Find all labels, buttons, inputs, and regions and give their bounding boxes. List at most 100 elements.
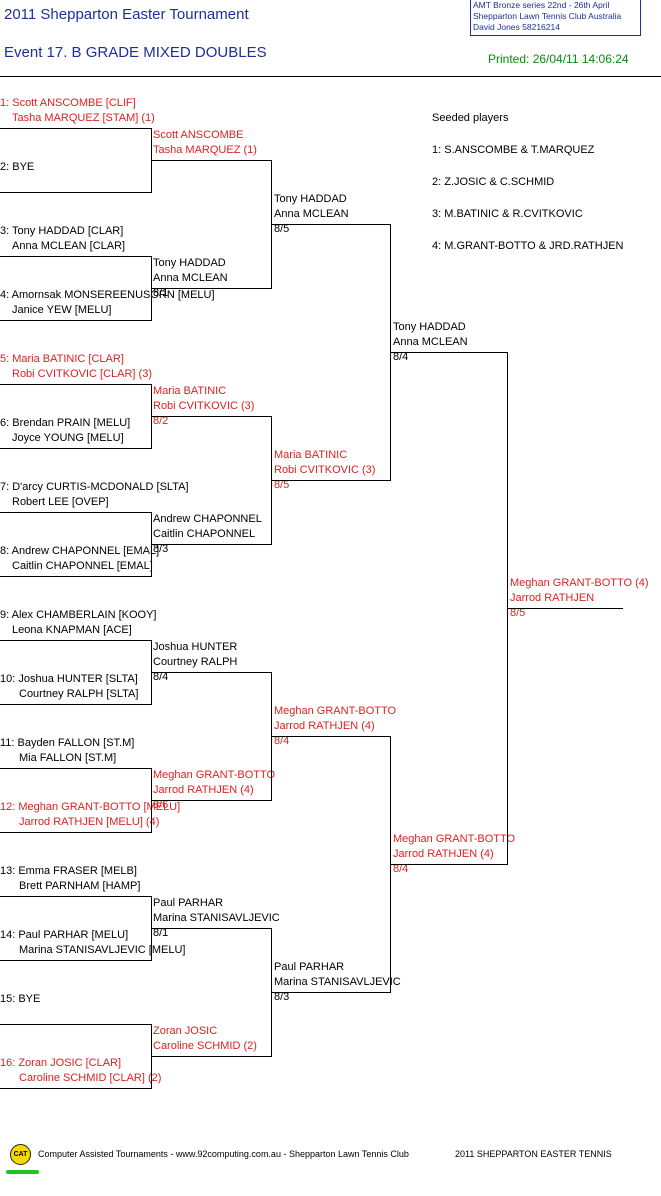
r1-entry-11-player1: 11: Bayden FALLON [ST.M] <box>0 737 135 749</box>
r4-entry-1-score: 8/4 <box>393 351 409 363</box>
r1-entry-16-player2: Caroline SCHMID [CLAR] (2) <box>19 1072 162 1084</box>
r1-entry-7-player2: Robert LEE [OVEP] <box>12 496 109 508</box>
seeded-heading: Seeded players <box>432 112 509 124</box>
tournament-info-box: AMT Bronze series 22nd - 26th April Shep… <box>470 0 641 36</box>
r1-entry-6-player1: 6: Brendan PRAIN [MELU] <box>0 417 131 429</box>
r3-entry-4-score: 8/3 <box>274 991 290 1003</box>
r3-entry-3-player1: Meghan GRANT-BOTTO <box>274 705 397 717</box>
r1-entry-9-player2: Leona KNAPMAN [ACE] <box>12 624 132 636</box>
event-title: Event 17. B GRADE MIXED DOUBLES <box>4 44 267 61</box>
r2-entry-6-player1: Meghan GRANT-BOTTO <box>153 769 276 781</box>
r2-entry-7-player2: Marina STANISAVLJEVIC <box>153 912 280 924</box>
r1-entry-16-player1: 16: Zoran JOSIC [CLAR] <box>0 1057 122 1069</box>
r1-entry-8-player1: 8: Andrew CHAPONNEL [EMAL] <box>0 545 160 557</box>
r2-entry-6-player2: Jarrod RATHJEN (4) <box>153 784 254 796</box>
winner-player2: Jarrod RATHJEN <box>510 592 595 604</box>
r3-entry-1-player2: Anna MCLEAN <box>274 208 349 220</box>
r1-bracket <box>0 256 152 321</box>
r2-entry-8-player1: Zoran JOSIC <box>153 1025 218 1037</box>
r4-entry-1-player1: Tony HADDAD <box>393 321 466 333</box>
r3-bracket <box>272 736 391 993</box>
info-series: AMT Bronze series 22nd - 26th April <box>473 0 610 10</box>
footer-credits: Computer Assisted Tournaments - www.92co… <box>38 1149 409 1159</box>
r1-entry-13-player2: Brett PARNHAM [HAMP] <box>19 880 141 892</box>
r1-entry-15-player1: 15: BYE <box>0 993 41 1005</box>
r1-bracket <box>0 128 152 193</box>
r2-entry-2-player1: Tony HADDAD <box>153 257 226 269</box>
header-divider <box>0 76 661 77</box>
r2-entry-7-player1: Paul PARHAR <box>153 897 224 909</box>
r1-bracket <box>0 384 152 449</box>
r1-entry-10-player1: 10: Joshua HUNTER [SLTA] <box>0 673 138 685</box>
r1-entry-3-player2: Anna MCLEAN [CLAR] <box>12 240 126 252</box>
r3-bracket <box>272 224 391 481</box>
r3-entry-2-score: 8/5 <box>274 479 290 491</box>
r1-entry-2-player1: 2: BYE <box>0 161 35 173</box>
r2-bracket <box>152 672 272 801</box>
r1-entry-8-player2: Caitlin CHAPONNEL [EMAL] <box>12 560 153 572</box>
r1-bracket <box>0 896 152 961</box>
r2-entry-5-player1: Joshua HUNTER <box>153 641 238 653</box>
r3-entry-2-player1: Maria BATINIC <box>274 449 348 461</box>
r2-entry-6-score: 8/6 <box>153 799 169 811</box>
seed-2: 2: Z.JOSIC & C.SCHMID <box>432 176 555 188</box>
r2-bracket <box>152 160 272 289</box>
r2-entry-3-player1: Maria BATINIC <box>153 385 227 397</box>
r4-entry-2-player1: Meghan GRANT-BOTTO <box>393 833 516 845</box>
r1-bracket <box>0 640 152 705</box>
r4-entry-1-player2: Anna MCLEAN <box>393 336 468 348</box>
info-club: Shepparton Lawn Tennis Club Australia <box>473 11 622 21</box>
r1-entry-10-player2: Courtney RALPH [SLTA] <box>19 688 139 700</box>
tournament-title: 2011 Shepparton Easter Tournament <box>4 6 249 23</box>
r2-entry-1-player2: Tasha MARQUEZ (1) <box>153 144 257 156</box>
r2-bracket <box>152 928 272 1057</box>
r2-bracket <box>152 416 272 545</box>
r1-entry-5-player1: 5: Maria BATINIC [CLAR] <box>0 353 124 365</box>
r4-entry-2-player2: Jarrod RATHJEN (4) <box>393 848 494 860</box>
r2-entry-1-player1: Scott ANSCOMBE <box>153 129 244 141</box>
r3-entry-3-score: 8/4 <box>274 735 290 747</box>
r1-entry-1-player2: Tasha MARQUEZ [STAM] (1) <box>12 112 155 124</box>
r2-entry-2-player2: Anna MCLEAN <box>153 272 228 284</box>
final-bracket <box>391 352 508 865</box>
r3-entry-1-score: 8/5 <box>274 223 290 235</box>
printed-timestamp: Printed: 26/04/11 14:06:24 <box>488 52 629 66</box>
r1-entry-5-player2: Robi CVITKOVIC [CLAR] (3) <box>12 368 152 380</box>
r1-entry-14-player2: Marina STANISAVLJEVIC [MELU] <box>19 944 186 956</box>
r1-entry-3-player1: 3: Tony HADDAD [CLAR] <box>0 225 124 237</box>
r4-entry-2-score: 8/4 <box>393 863 409 875</box>
cat-logo-bar <box>6 1170 39 1174</box>
r3-entry-2-player2: Robi CVITKOVIC (3) <box>274 464 376 476</box>
r1-entry-14-player1: 14: Paul PARHAR [MELU] <box>0 929 129 941</box>
r2-entry-8-player2: Caroline SCHMID (2) <box>153 1040 257 1052</box>
r2-entry-5-player2: Courtney RALPH <box>153 656 238 668</box>
footer-event: 2011 SHEPPARTON EASTER TENNIS <box>455 1149 612 1159</box>
r2-entry-4-player2: Caitlin CHAPONNEL <box>153 528 256 540</box>
seed-3: 3: M.BATINIC & R.CVITKOVIC <box>432 208 583 220</box>
winner-player1: Meghan GRANT-BOTTO (4) <box>510 577 649 589</box>
seed-4: 4: M.GRANT-BOTTO & JRD.RATHJEN <box>432 240 624 252</box>
r1-entry-12-player1: 12: Meghan GRANT-BOTTO [MELU] <box>0 801 181 813</box>
r1-entry-13-player1: 13: Emma FRASER [MELB] <box>0 865 137 877</box>
r2-entry-3-player2: Robi CVITKOVIC (3) <box>153 400 255 412</box>
cat-logo-icon: CAT <box>10 1144 31 1165</box>
r2-entry-3-score: 8/2 <box>153 415 169 427</box>
info-contact: David Jones 58216214 <box>473 22 560 32</box>
r1-bracket <box>0 512 152 577</box>
r3-entry-3-player2: Jarrod RATHJEN (4) <box>274 720 375 732</box>
r1-bracket <box>0 768 152 833</box>
r2-entry-4-score: 8/3 <box>153 543 169 555</box>
r1-bracket <box>0 1024 152 1089</box>
r1-entry-4-player1: 4: Amornsak MONSEREENUSORN [MELU] <box>0 289 215 301</box>
r1-entry-11-player2: Mia FALLON [ST.M] <box>19 752 117 764</box>
winner-score: 8/5 <box>510 607 526 619</box>
winner-line <box>508 608 623 609</box>
r1-entry-6-player2: Joyce YOUNG [MELU] <box>12 432 124 444</box>
r2-entry-2-score: 8/1 <box>153 287 169 299</box>
r1-entry-12-player2: Jarrod RATHJEN [MELU] (4) <box>19 816 160 828</box>
r1-entry-9-player1: 9: Alex CHAMBERLAIN [KOOY] <box>0 609 157 621</box>
r2-entry-7-score: 8/1 <box>153 927 169 939</box>
r3-entry-4-player2: Marina STANISAVLJEVIC <box>274 976 401 988</box>
r1-entry-7-player1: 7: D'arcy CURTIS-MCDONALD [SLTA] <box>0 481 189 493</box>
r2-entry-5-score: 8/4 <box>153 671 169 683</box>
